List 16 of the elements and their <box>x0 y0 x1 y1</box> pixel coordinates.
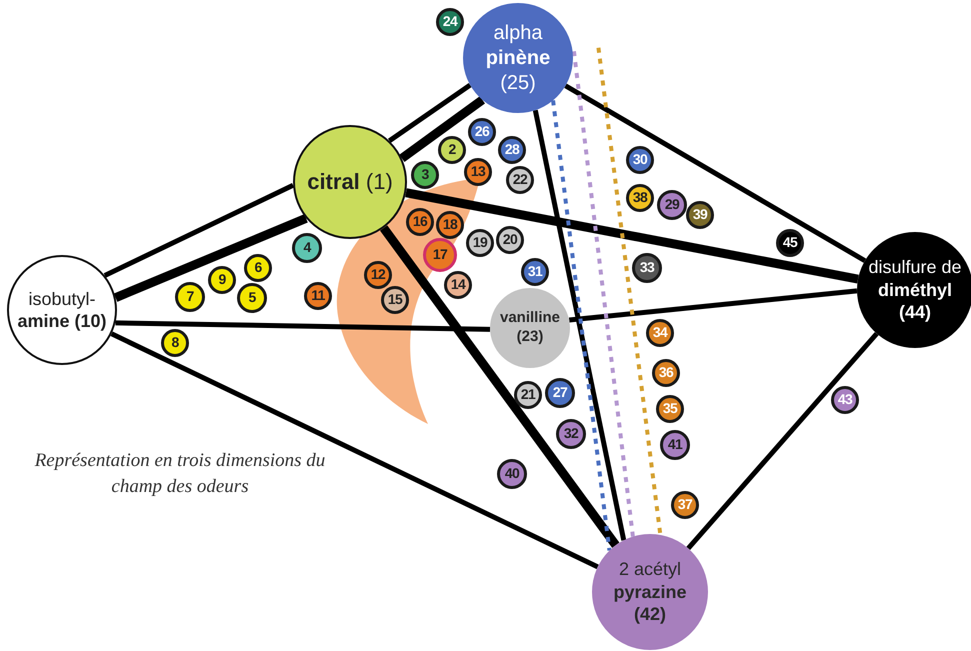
connector-line <box>380 225 620 548</box>
connector-line <box>110 332 599 570</box>
connector-line <box>388 83 472 143</box>
connector-line <box>686 332 879 550</box>
dotted-connector-line <box>596 48 662 536</box>
connector-line <box>532 110 626 541</box>
dotted-connector-line <box>572 50 635 537</box>
connector-line <box>115 320 490 332</box>
caption-note: Représentation en trois dimensions du champ des odeurs <box>34 449 326 500</box>
connector-line <box>399 96 485 162</box>
connector-line <box>114 214 308 302</box>
connector-line <box>564 84 866 263</box>
dotted-connector-line <box>551 100 612 551</box>
connector-line <box>568 288 858 323</box>
connector-line <box>405 188 859 284</box>
connector-line <box>104 183 294 278</box>
